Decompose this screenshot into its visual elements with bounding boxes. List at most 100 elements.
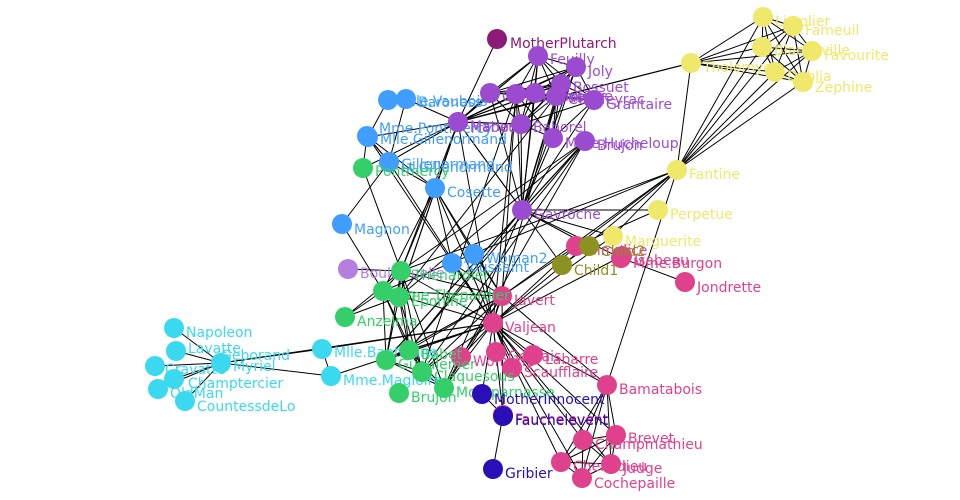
node-child2[interactable]: Child2 [579, 236, 645, 260]
node-fameuil[interactable]: Fameuil [783, 16, 859, 39]
node-child1[interactable]: Child1 [552, 255, 618, 279]
node-circle[interactable] [148, 379, 168, 399]
node-circle[interactable] [573, 430, 593, 450]
node-grantaire[interactable]: Grantaire [584, 90, 672, 113]
node-favourite[interactable]: Favourite [802, 41, 889, 64]
node-fauchelevent[interactable]: Fauchelevent [493, 406, 609, 429]
node-circle[interactable] [486, 342, 506, 362]
node-cravatte[interactable]: Cravatte [145, 356, 226, 378]
node-circle[interactable] [483, 459, 503, 479]
node-circle[interactable] [552, 255, 572, 275]
node-napoleon[interactable]: Napoleon [164, 318, 252, 341]
node-circle[interactable] [464, 244, 484, 264]
node-circle[interactable] [376, 350, 396, 370]
node-circle[interactable] [357, 126, 377, 146]
node-brevet[interactable]: Brevet [606, 425, 675, 447]
node-circle[interactable] [480, 83, 500, 103]
node-circle[interactable] [603, 226, 623, 246]
node-circle[interactable] [793, 72, 813, 92]
node-circle[interactable] [379, 152, 399, 172]
node-thenardier[interactable]: Thenardier [391, 261, 489, 284]
node-circle[interactable] [675, 272, 695, 292]
node-circle[interactable] [584, 90, 604, 110]
node-perpetue[interactable]: Perpetue [648, 200, 733, 223]
node-circle[interactable] [506, 84, 526, 104]
node-mlle-vaubois[interactable]: Mlle.Vaubois [378, 90, 488, 110]
node-circle[interactable] [335, 307, 355, 327]
node-babet[interactable]: Babet [399, 340, 463, 363]
node-woman1[interactable]: Woman1 [451, 347, 535, 370]
node-judge[interactable]: Judge [601, 454, 662, 477]
node-jondrette[interactable]: Jondrette [675, 272, 761, 296]
node-circle[interactable] [606, 425, 626, 445]
node-circle[interactable] [597, 375, 617, 395]
node-circle[interactable] [145, 356, 165, 376]
node-fantine[interactable]: Fantine [667, 160, 740, 183]
node-circle[interactable] [681, 53, 701, 73]
node-baroness[interactable]: Baroness [396, 89, 482, 111]
node-enjolras[interactable]: Enjolras [506, 84, 584, 106]
node-circle[interactable] [648, 200, 668, 220]
node-woman2[interactable]: Woman2 [464, 244, 548, 267]
node-cochepaille[interactable]: Cochepaille [572, 468, 675, 492]
node-circle[interactable] [166, 341, 186, 361]
node-circle[interactable] [566, 57, 586, 77]
node-tholomyes[interactable]: Tholomyes [681, 53, 779, 76]
node-circle[interactable] [442, 253, 462, 273]
node-circle[interactable] [543, 128, 563, 148]
node-circle[interactable] [765, 62, 785, 82]
node-circle[interactable] [528, 46, 548, 66]
node-circle[interactable] [487, 29, 507, 49]
node-circle[interactable] [783, 16, 803, 36]
node-brujon[interactable]: Brujon [389, 383, 457, 406]
node-cosette[interactable]: Cosette [425, 178, 501, 201]
node-circle[interactable] [353, 158, 373, 178]
node-javert[interactable]: Javert [492, 286, 555, 309]
node-circle[interactable] [425, 178, 445, 198]
node-circle[interactable] [338, 259, 358, 279]
node-scaufflaire[interactable]: Scaufflaire [502, 358, 598, 381]
node-marguerite[interactable]: Marguerite [603, 226, 701, 250]
node-champtercier[interactable]: Champtercier [164, 369, 284, 392]
node-eponine[interactable]: Eponine [389, 287, 468, 310]
node-circle[interactable] [448, 112, 468, 132]
node-circle[interactable] [332, 214, 352, 234]
node-circle[interactable] [493, 406, 513, 426]
node-champmathieu[interactable]: Champmathieu [573, 430, 703, 453]
node-listolier[interactable]: Listolier [753, 7, 830, 30]
node-gribier[interactable]: Gribier [483, 459, 553, 482]
node-circle[interactable] [434, 378, 454, 398]
node-circle[interactable] [492, 286, 512, 306]
node-valjean[interactable]: Valjean [483, 313, 556, 336]
node-circle[interactable] [572, 468, 592, 488]
node-circle[interactable] [399, 340, 419, 360]
node-circle[interactable] [601, 454, 621, 474]
node-circle[interactable] [378, 90, 398, 110]
node-marius[interactable]: Marius [448, 112, 516, 135]
node-circle[interactable] [575, 131, 595, 151]
node-circle[interactable] [321, 366, 341, 386]
node-combeferre[interactable]: Combeferre [480, 83, 585, 105]
node-circle[interactable] [511, 114, 531, 134]
node-circle[interactable] [451, 347, 471, 367]
node-circle[interactable] [611, 248, 631, 268]
node-circle[interactable] [551, 452, 571, 472]
node-circle[interactable] [412, 362, 432, 382]
node-toussaint[interactable]: Toussaint [442, 253, 530, 276]
node-circle[interactable] [396, 89, 416, 109]
node-circle[interactable] [512, 200, 532, 220]
node-circle[interactable] [164, 369, 184, 389]
node-pontmercy[interactable]: Pontmercy [353, 158, 450, 180]
node-claquesous[interactable]: Claquesous [412, 362, 515, 385]
node-myriel[interactable]: Myriel [211, 353, 276, 375]
node-countessdelo[interactable]: CountessdeLo [175, 391, 295, 415]
node-zephine[interactable]: Zephine [793, 72, 872, 96]
node-circle[interactable] [175, 391, 195, 411]
node-circle[interactable] [373, 281, 393, 301]
node-lavatte[interactable]: Lavatte [166, 341, 241, 361]
node-mme-thenardier[interactable]: Mme.Thenardier [373, 281, 510, 304]
node-motherinnocent[interactable]: MotherInnocent [472, 384, 605, 408]
node-circle[interactable] [579, 236, 599, 256]
node-circle[interactable] [752, 37, 772, 57]
node-circle[interactable] [483, 313, 503, 333]
